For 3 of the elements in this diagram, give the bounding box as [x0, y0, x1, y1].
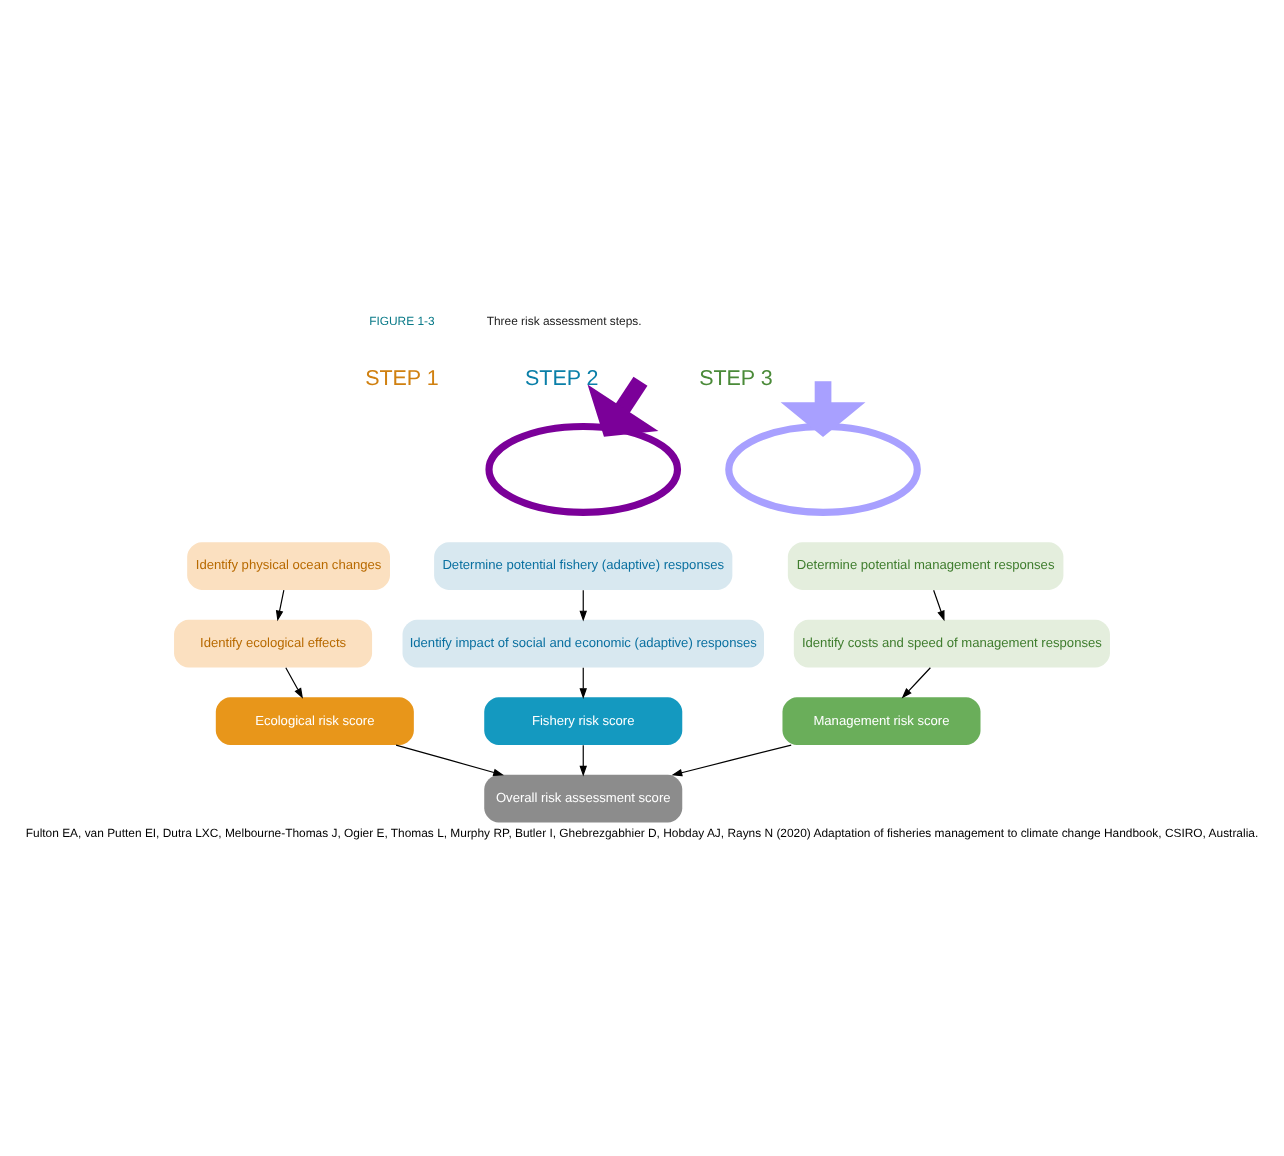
label: STEP 3 [699, 367, 773, 392]
label: STEP 1 [365, 367, 439, 392]
label: STEP 2 [525, 367, 599, 392]
